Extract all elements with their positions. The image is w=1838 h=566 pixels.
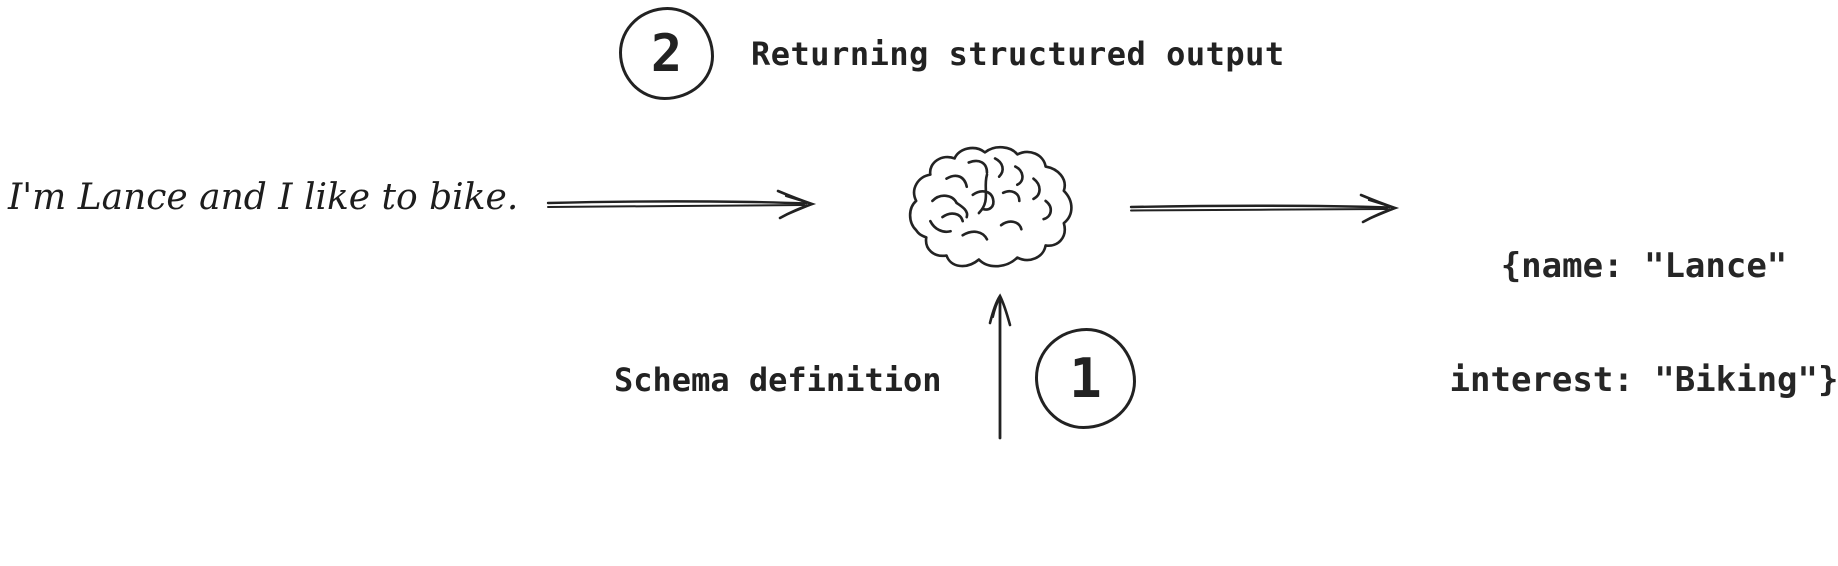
step-2-badge: 2 xyxy=(619,7,714,100)
brain-icon xyxy=(900,142,1080,276)
step-1-number: 1 xyxy=(1069,347,1102,410)
output-line-2: interest: "Biking"} xyxy=(1449,360,1838,400)
output-arrow-icon xyxy=(1126,191,1422,225)
input-message: I'm Lance and I like to bike. xyxy=(8,177,519,218)
input-arrow-icon xyxy=(543,187,839,221)
output-line-1: {name: "Lance" xyxy=(1500,246,1788,286)
structured-output-text: {name: "Lance" interest: "Biking"} xyxy=(1448,171,1838,475)
step-1-label: Schema definition xyxy=(614,361,942,399)
schema-arrow-up-icon xyxy=(983,290,1017,442)
step-2-number: 2 xyxy=(650,23,683,84)
schema-definition-text: {name: "Person's name" interest: "Person… xyxy=(710,493,1310,566)
step-2-label: Returning structured output xyxy=(751,35,1285,73)
step-1-badge: 1 xyxy=(1035,328,1136,429)
